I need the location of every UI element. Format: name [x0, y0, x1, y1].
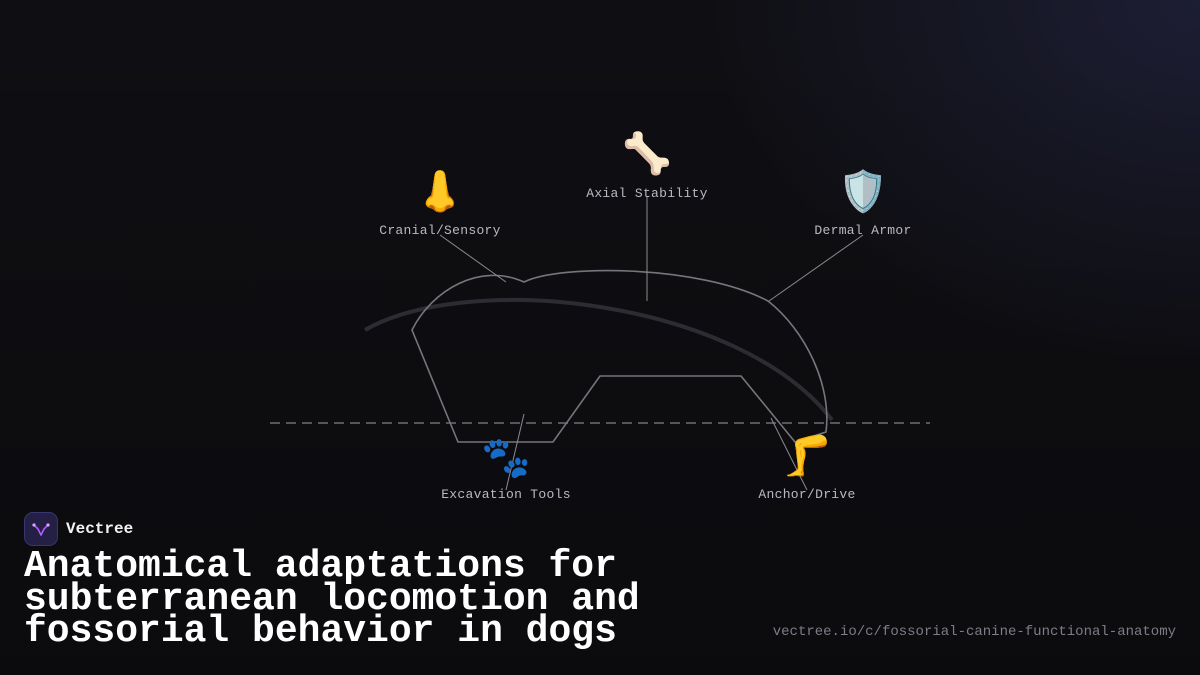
- bone-icon: 🦴: [622, 132, 672, 176]
- brand: Vectree: [24, 512, 133, 546]
- body-outline: [411, 269, 828, 443]
- brand-name: Vectree: [66, 520, 134, 538]
- callout-label-dermal: Dermal Armor: [814, 223, 912, 238]
- leader-line-anchor: [770, 417, 808, 491]
- leg-icon: 🦵: [782, 434, 832, 478]
- callout-label-axial: Axial Stability: [586, 186, 708, 201]
- leader-line-cranial: [439, 234, 507, 283]
- source-url: vectree.io/c/fossorial-canine-functional…: [772, 624, 1176, 640]
- page-title: Anatomical adaptations for subterranean …: [24, 545, 640, 653]
- nose-icon: 👃: [415, 170, 465, 214]
- callout-label-excavation: Excavation Tools: [441, 487, 571, 502]
- leader-line-excavation: [505, 413, 525, 491]
- shield-icon: 🛡️: [838, 170, 888, 214]
- vectree-logo-icon: [24, 512, 58, 546]
- callout-label-anchor: Anchor/Drive: [758, 487, 856, 502]
- back-contour: [364, 298, 834, 422]
- callout-label-cranial: Cranial/Sensory: [379, 223, 501, 238]
- leader-line-dermal: [768, 234, 864, 302]
- paw-prints-icon: 🐾: [481, 436, 531, 480]
